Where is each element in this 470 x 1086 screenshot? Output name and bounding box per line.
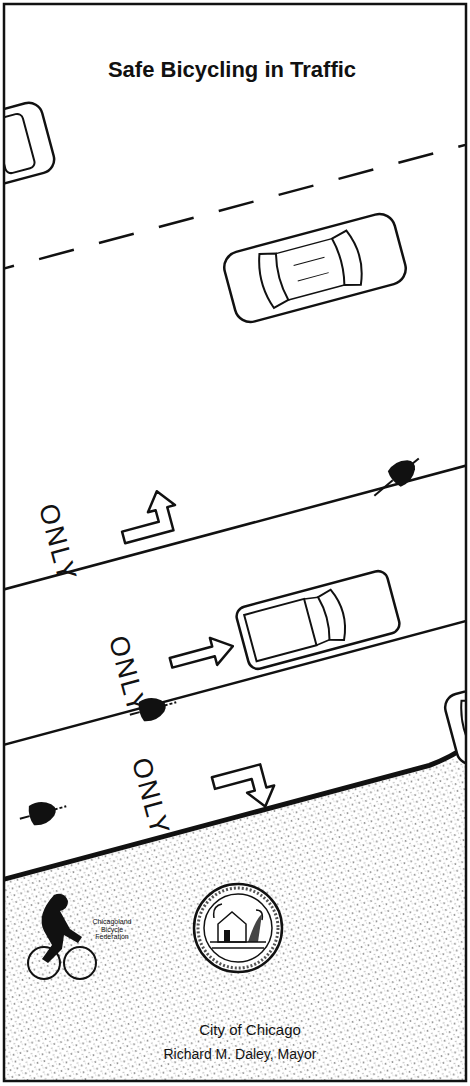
road-scene: [5, 87, 465, 1080]
organization-name: Chicagoland Bicycle Federation: [88, 918, 136, 941]
cover-title: Safe Bicycling in Traffic: [108, 58, 356, 82]
straight-arrow: [167, 633, 236, 677]
lane-marking-text: ONLY: [32, 501, 81, 586]
grass-verge: [5, 657, 465, 1080]
lane-marking-text: ONLY: [125, 755, 174, 840]
dashed-lane-line: [5, 87, 465, 372]
car-top-view: [221, 210, 410, 325]
city-name: City of Chicago: [199, 1022, 301, 1039]
right-turn-arrow: [212, 762, 279, 818]
lane-line: [5, 386, 465, 671]
car-top-view: [442, 659, 465, 767]
car-top-view: [5, 100, 57, 208]
page-frame: [4, 4, 466, 1081]
mayor-name: Richard M. Daley, Mayor: [163, 1047, 316, 1062]
cyclist-symbol: [367, 450, 426, 505]
road-markings: [5, 87, 465, 1080]
lane-marking-text: ONLY: [102, 633, 151, 718]
federation-logo: [28, 894, 96, 979]
left-turn-arrow: [114, 488, 181, 544]
cyclist-symbol: [17, 795, 69, 829]
city-seal: [194, 884, 282, 972]
truck-top-view: [234, 569, 401, 671]
